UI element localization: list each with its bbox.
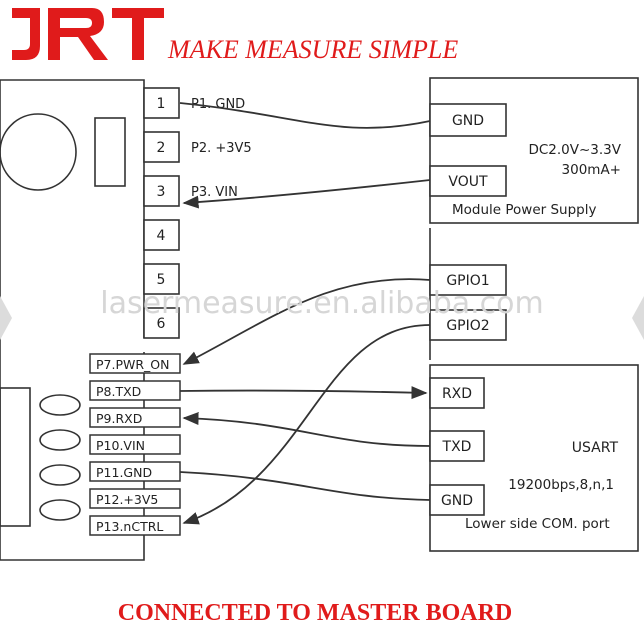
- ps-vout-pin: VOUT: [448, 174, 488, 190]
- pin-number: 1: [157, 96, 166, 112]
- ps-current: 300mA+: [562, 162, 621, 178]
- pin-p9: P9.RXD: [96, 411, 142, 426]
- pin-number: 3: [157, 184, 166, 200]
- pin-number: 6: [157, 316, 166, 332]
- wire-p8-rxd: [179, 386, 428, 400]
- jrt-logo: [12, 8, 164, 60]
- pin-number: 5: [157, 272, 166, 288]
- pin-label-p2: P2. +3V5: [191, 141, 252, 156]
- carousel-prev-icon[interactable]: [0, 296, 12, 340]
- pin-p12: P12.+3V5: [96, 492, 158, 507]
- tagline: MAKE MEASURE SIMPLE: [167, 35, 458, 64]
- pin-p8: P8.TXD: [96, 384, 141, 399]
- gpio1-pin: GPIO1: [446, 273, 489, 289]
- pin-box-5: 5: [143, 263, 180, 295]
- usart-rxd-pin: RXD: [442, 386, 472, 402]
- ps-title: Module Power Supply: [452, 202, 597, 218]
- usart-block: RXD TXD GND USART 19200bps,8,n,1 Lower s…: [429, 364, 639, 552]
- wire-gnd-p1: [179, 102, 431, 129]
- wire-gpio2-p13: [182, 324, 431, 525]
- pin-p11: P11.GND: [96, 465, 152, 480]
- wire-p11-gnd: [179, 471, 431, 501]
- wire-gpio1-p7: [182, 278, 431, 365]
- sensor-bottom-pins: P7.PWR_ON P8.TXD P9.RXD P10.VIN P11.GND …: [89, 353, 181, 536]
- pin-box-3: 3: [143, 175, 180, 207]
- wires: [179, 102, 431, 525]
- watermark: lasermeasure.en.alibaba.com: [100, 286, 544, 321]
- pin-box-6: 6: [143, 307, 180, 339]
- pin-number: 2: [157, 140, 166, 156]
- pin-number: 4: [157, 228, 166, 244]
- pin-p10: P10.VIN: [96, 438, 145, 453]
- ps-voltage: DC2.0V~3.3V: [528, 142, 621, 158]
- wire-vout-p3: [182, 179, 431, 209]
- pin-p13: P13.nCTRL: [96, 519, 163, 534]
- wire-txd-p9: [182, 412, 431, 447]
- gpio2-pin: GPIO2: [446, 318, 489, 334]
- gpio-block: GPIO1 GPIO2: [429, 228, 507, 360]
- pin-box-1: 1: [143, 87, 180, 119]
- pin-label-p3: P3. VIN: [191, 185, 238, 200]
- pin-box-2: 2: [143, 131, 180, 163]
- power-supply-block: GND VOUT DC2.0V~3.3V 300mA+ Module Power…: [429, 77, 639, 224]
- carousel-next-icon[interactable]: [632, 296, 644, 340]
- ps-gnd-pin: GND: [452, 113, 484, 129]
- sensor-top-pins: 1 2 3 4 5 6 P1. GND P2. +3V5 P3. VIN: [143, 87, 252, 339]
- usart-txd-pin: TXD: [442, 439, 472, 455]
- usart-subtitle: Lower side COM. port: [465, 516, 610, 532]
- footer-caption: CONNECTED TO MASTER BOARD: [118, 600, 513, 626]
- usart-params: 19200bps,8,n,1: [508, 477, 614, 493]
- pin-label-p1: P1. GND: [191, 97, 245, 112]
- usart-gnd-pin: GND: [441, 493, 473, 509]
- pin-p7: P7.PWR_ON: [96, 357, 170, 372]
- usart-title: USART: [572, 440, 619, 456]
- pin-box-4: 4: [143, 219, 180, 251]
